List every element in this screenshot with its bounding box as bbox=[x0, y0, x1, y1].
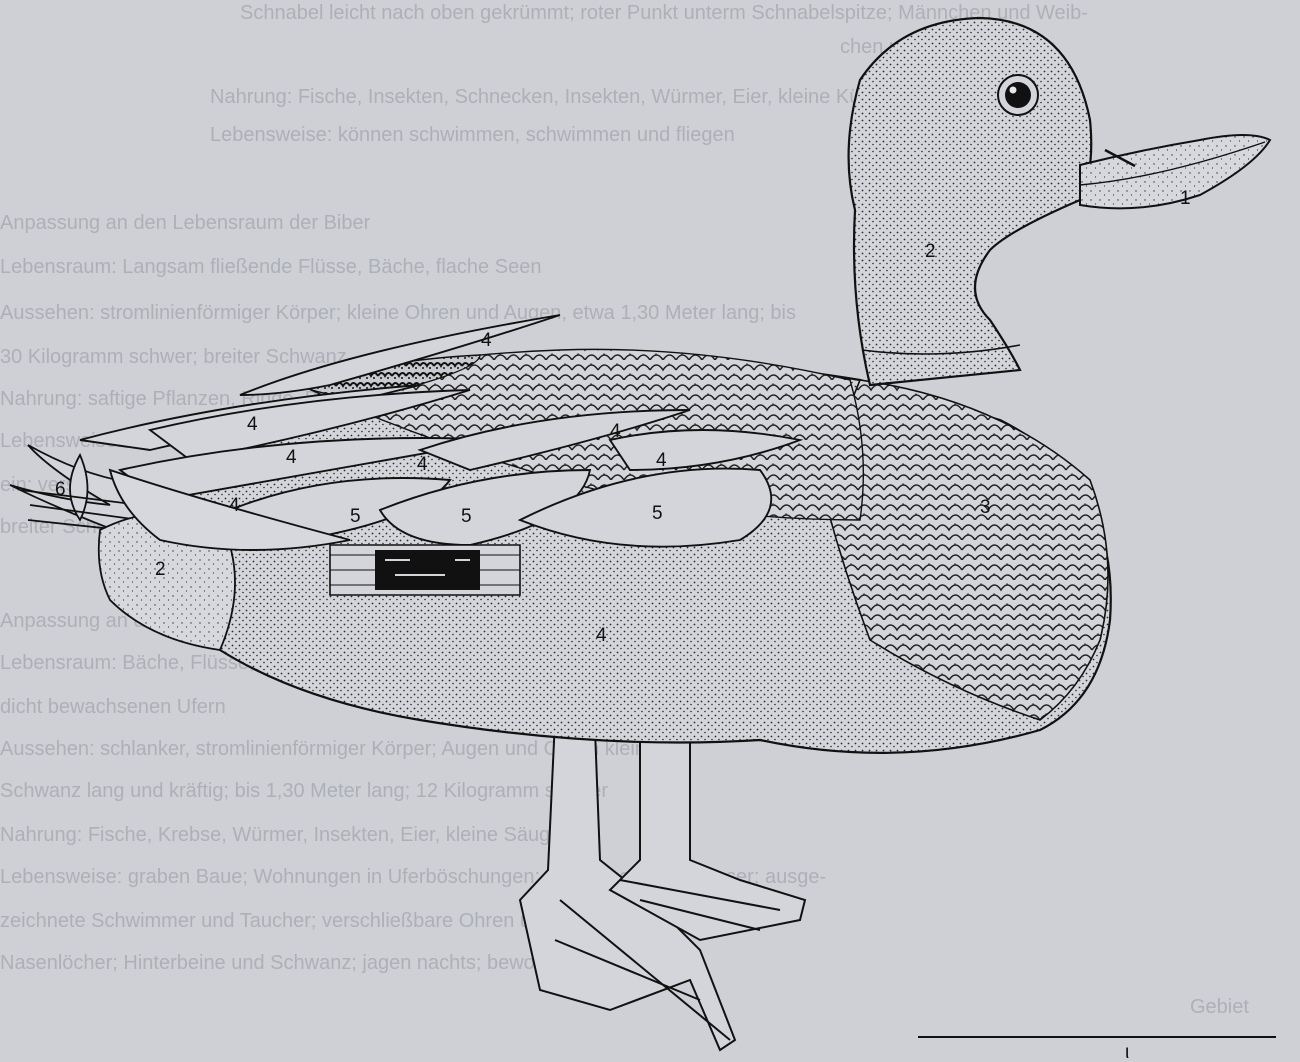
label-wing: 4 bbox=[229, 495, 240, 516]
label-wing: 4 bbox=[286, 447, 297, 468]
label-secondary: 5 bbox=[350, 506, 361, 527]
label-wing: 4 bbox=[656, 450, 667, 471]
label-neck: 2 bbox=[925, 241, 936, 262]
label-secondary: 5 bbox=[461, 506, 472, 527]
label-undertail: 2 bbox=[155, 559, 166, 580]
label-wing: 4 bbox=[417, 454, 428, 475]
speculum bbox=[330, 545, 520, 595]
duck-neck bbox=[849, 18, 1092, 385]
duck-bill bbox=[1080, 135, 1270, 208]
label-wing: 4 bbox=[610, 421, 621, 442]
label-wing: 4 bbox=[247, 414, 258, 435]
legs bbox=[520, 720, 805, 1050]
answer-rule bbox=[918, 1036, 1276, 1038]
eye bbox=[998, 75, 1038, 115]
label-tail: 6 bbox=[55, 479, 66, 500]
label-belly: 4 bbox=[596, 625, 607, 646]
label-breast: 3 bbox=[980, 497, 991, 518]
label-wing-upper: 4 bbox=[481, 330, 492, 351]
footer-mark: ι bbox=[1125, 1042, 1129, 1062]
label-secondary: 5 bbox=[652, 503, 663, 524]
label-bill: 1 bbox=[1180, 188, 1191, 209]
